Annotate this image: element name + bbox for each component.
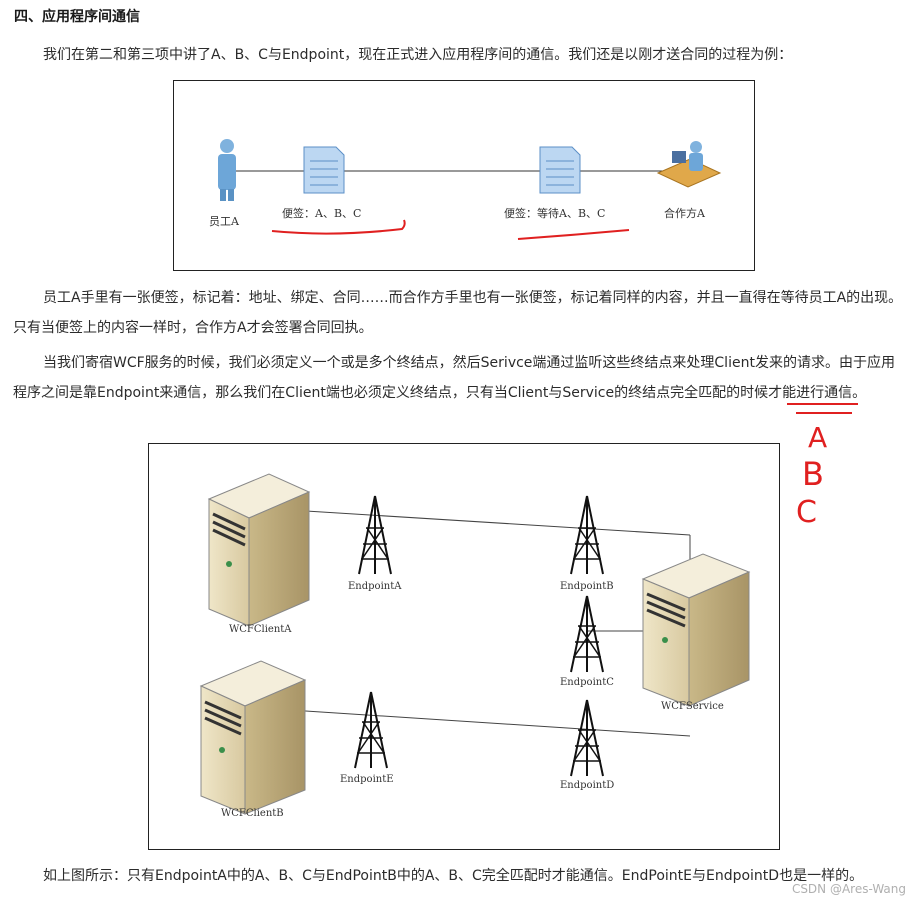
contract-analogy-figure: 员工A 便签：A、B、C 便签：等待A、B、C 合作方A xyxy=(173,80,755,271)
endpoint-network-diagram xyxy=(199,473,751,815)
endpoint-c-label: EndpointC xyxy=(560,677,614,688)
server-service-icon xyxy=(641,553,751,707)
employee-label: 员工A xyxy=(209,215,239,228)
client-a-label: WCFClientA xyxy=(229,624,292,635)
endpoint-e-label: EndpointE xyxy=(340,774,394,785)
endpoint-b-label: EndpointB xyxy=(560,581,614,592)
conclusion-paragraph: 如上图所示：只有EndpointA中的A、B、C与EndPointB中的A、B、… xyxy=(43,868,864,884)
tower-endpoint-d-icon xyxy=(570,699,604,777)
endpoint-network-figure: WCFClientA WCFClientB WCFService Endpoin… xyxy=(148,443,780,850)
partner-label: 合作方A xyxy=(664,207,705,220)
service-label: WCFService xyxy=(661,701,724,712)
endpoint-a-label: EndpointA xyxy=(348,581,402,592)
client-b-label: WCFClientB xyxy=(221,808,284,819)
note-left-label: 便签：A、B、C xyxy=(282,207,362,220)
note-right-label: 便签：等待A、B、C xyxy=(504,207,606,220)
wcf-paragraph: 当我们寄宿WCF服务的时候，我们必须定义一个或是多个终结点，然后Serivce端… xyxy=(13,355,895,401)
note-left-icon xyxy=(303,146,345,194)
handwritten-b: B xyxy=(802,455,824,493)
partner-desk-icon xyxy=(656,141,722,188)
server-client-b-icon xyxy=(199,660,307,815)
contract-analogy-diagram xyxy=(218,139,722,240)
employee-person-icon xyxy=(218,139,236,201)
analogy-paragraph: 员工A手里有一张便签，标记着：地址、绑定、合同……而合作方手里也有一张便签，标记… xyxy=(13,290,903,336)
section-heading: 四、应用程序间通信 xyxy=(14,9,140,25)
intro-paragraph: 我们在第二和第三项中讲了A、B、C与Endpoint，现在正式进入应用程序间的通… xyxy=(43,47,793,63)
note-right-icon xyxy=(539,146,581,194)
endpoint-d-label: EndpointD xyxy=(560,780,615,791)
tower-endpoint-e-icon xyxy=(354,691,388,769)
handwritten-c: C xyxy=(796,495,817,530)
tower-endpoint-a-icon xyxy=(358,495,392,575)
tower-endpoint-b-icon xyxy=(570,495,604,575)
handwritten-a: A xyxy=(808,421,827,454)
server-client-a-icon xyxy=(207,473,311,627)
csdn-watermark: CSDN @Ares-Wang xyxy=(791,882,906,896)
tower-endpoint-c-icon xyxy=(570,595,604,673)
